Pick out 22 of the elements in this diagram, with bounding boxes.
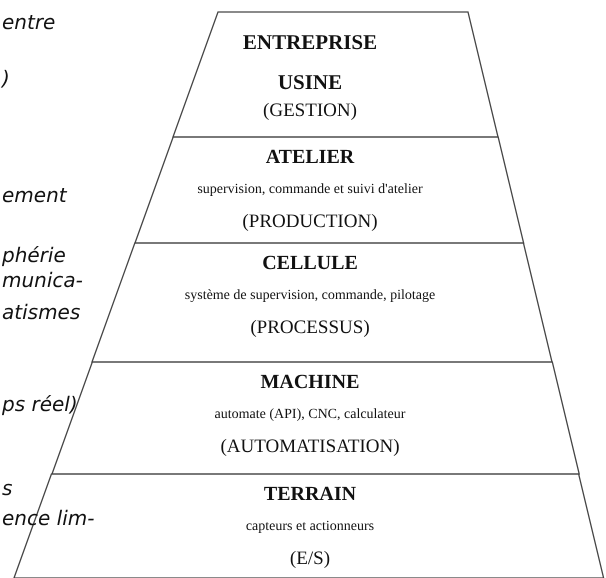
tier-text: (PROCESSUS) — [250, 317, 370, 340]
tier-text: (E/S) — [290, 548, 330, 571]
tier-heading: MACHINE — [260, 370, 360, 394]
tier-heading: ATELIER — [266, 145, 354, 169]
side-note-text: ps réel) — [2, 392, 78, 416]
tier-text: automate (API), CNC, calculateur — [214, 407, 406, 424]
tier-text: (GESTION) — [263, 100, 357, 123]
tier-text: (PRODUCTION) — [242, 211, 378, 234]
side-note-text: atismes — [2, 300, 80, 324]
side-note-text: munica- — [2, 268, 83, 292]
tier-text: capteurs et actionneurs — [246, 519, 374, 536]
side-note-text: ement — [2, 183, 67, 207]
tier-heading: ENTREPRISE USINE — [242, 29, 378, 96]
side-note-text: ) — [2, 66, 10, 90]
tier-text: système de supervision, commande, pilotage — [184, 288, 436, 305]
side-note-text: phérie — [2, 243, 66, 267]
tier-text: (AUTOMATISATION) — [220, 436, 400, 459]
tier-text: supervision, commande et suivi d'atelier — [197, 182, 423, 199]
tier-heading: TERRAIN — [264, 482, 356, 506]
side-note-text: s — [2, 476, 12, 500]
side-note-text: entre — [2, 10, 56, 34]
tier-heading: CELLULE — [262, 251, 358, 275]
